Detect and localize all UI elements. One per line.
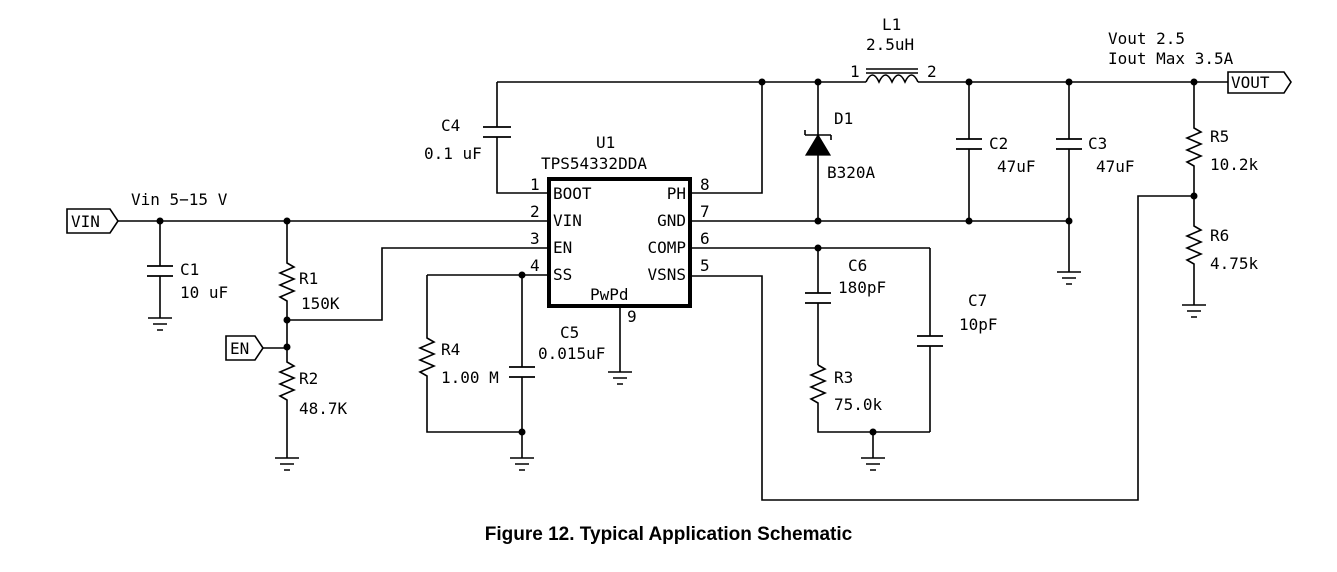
svg-text:C3: C3 <box>1088 134 1107 153</box>
svg-text:EN: EN <box>230 339 249 358</box>
port-vin: VIN <box>66 208 119 234</box>
pin-name: PwPd <box>590 285 629 304</box>
vout-note-line2: Iout Max 3.5A <box>1108 49 1234 68</box>
diode-d1: D1 B320A <box>804 82 876 221</box>
pin-name: BOOT <box>553 184 592 203</box>
pin-number: 9 <box>627 307 637 326</box>
pin-name: SS <box>553 265 572 284</box>
svg-text:C2: C2 <box>989 134 1008 153</box>
ground-symbol <box>608 371 632 385</box>
pin-name: EN <box>553 238 572 257</box>
svg-text:4.75k: 4.75k <box>1210 254 1259 273</box>
resistor-r2: R2 48.7K <box>275 347 348 471</box>
pin-name: COMP <box>647 238 686 257</box>
capacitor-c1: C1 10 uF <box>147 221 228 331</box>
svg-text:R5: R5 <box>1210 127 1229 146</box>
svg-text:VOUT: VOUT <box>1231 73 1270 92</box>
pin-number: 2 <box>530 202 540 221</box>
pin-number: 1 <box>530 175 540 194</box>
resistor-r5: R5 10.2k <box>1184 82 1259 196</box>
svg-text:R3: R3 <box>834 368 853 387</box>
ic-part: TPS54332DDA <box>541 154 647 173</box>
svg-text:VIN: VIN <box>71 212 100 231</box>
pin-number: 4 <box>530 256 540 275</box>
figure-caption: Figure 12. Typical Application Schematic <box>484 524 853 545</box>
svg-text:48.7K: 48.7K <box>299 399 348 418</box>
pin-name: VIN <box>553 211 582 230</box>
pin-name: PH <box>667 184 686 203</box>
pin-number: 7 <box>700 202 710 221</box>
svg-text:R4: R4 <box>441 340 460 359</box>
capacitor-c7: C7 10pF <box>917 248 998 432</box>
resistor-r3: R3 75.0k <box>808 364 930 471</box>
svg-text:R2: R2 <box>299 369 318 388</box>
port-en: EN <box>225 335 287 361</box>
resistor-r6: R6 4.75k <box>1182 196 1259 318</box>
vin-note: Vin 5−15 V <box>131 190 228 209</box>
svg-text:D1: D1 <box>834 109 853 128</box>
ic-u1: U1 TPS54332DDA 1 2 3 4 BOOT VIN EN SS 8 … <box>530 133 710 326</box>
svg-text:75.0k: 75.0k <box>834 395 883 414</box>
pin-number: 8 <box>700 175 710 194</box>
svg-text:C5: C5 <box>560 323 579 342</box>
svg-text:1: 1 <box>850 62 860 81</box>
svg-text:2.5uH: 2.5uH <box>866 35 914 54</box>
pin-name: VSNS <box>647 265 686 284</box>
svg-text:C4: C4 <box>441 116 460 135</box>
svg-text:10 uF: 10 uF <box>180 283 228 302</box>
svg-text:180pF: 180pF <box>838 278 886 297</box>
resistor-r1: R1 150K <box>277 221 340 347</box>
pin-number: 6 <box>700 229 710 248</box>
capacitor-c6: C6 180pF <box>805 248 886 365</box>
capacitor-c4: C4 0.1 uF <box>424 116 511 163</box>
vout-note-line1: Vout 2.5 <box>1108 29 1185 48</box>
svg-text:R6: R6 <box>1210 226 1229 245</box>
svg-text:47uF: 47uF <box>997 157 1036 176</box>
port-vout: VOUT <box>1227 71 1292 94</box>
svg-text:47uF: 47uF <box>1096 157 1135 176</box>
svg-text:B320A: B320A <box>827 163 876 182</box>
svg-text:0.015uF: 0.015uF <box>538 344 605 363</box>
svg-text:C7: C7 <box>968 291 987 310</box>
capacitor-c5: C5 0.015uF <box>509 275 605 471</box>
pin-name: GND <box>657 211 686 230</box>
svg-text:10.2k: 10.2k <box>1210 155 1259 174</box>
resistor-r4: R4 1.00 M <box>417 275 522 433</box>
svg-text:150K: 150K <box>301 294 340 313</box>
svg-text:C6: C6 <box>848 256 867 275</box>
capacitor-c2: C2 47uF <box>956 82 1036 221</box>
ic-ref: U1 <box>596 133 615 152</box>
pin-number: 5 <box>700 256 710 275</box>
svg-text:1.00 M: 1.00 M <box>441 368 499 387</box>
svg-text:2: 2 <box>927 62 937 81</box>
svg-text:10pF: 10pF <box>959 315 998 334</box>
svg-text:C1: C1 <box>180 260 199 279</box>
pin-number: 3 <box>530 229 540 248</box>
schematic-diagram: U1 TPS54332DDA 1 2 3 4 BOOT VIN EN SS 8 … <box>66 15 1292 501</box>
inductor-l1: L1 2.5uH 1 2 <box>850 15 937 84</box>
svg-text:R1: R1 <box>299 269 318 288</box>
capacitor-c3: C3 47uF <box>1056 82 1135 285</box>
svg-text:L1: L1 <box>882 15 901 34</box>
wires <box>117 81 1228 501</box>
svg-text:0.1 uF: 0.1 uF <box>424 144 482 163</box>
